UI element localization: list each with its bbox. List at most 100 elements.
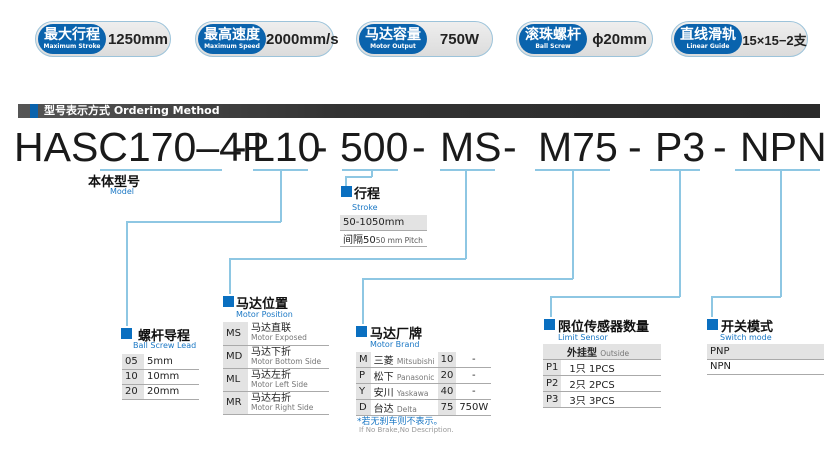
brand-cn: 安川 — [373, 388, 394, 399]
lead-value: 10mm — [144, 369, 199, 385]
brand-note: *若无刹车则不表示。 — [357, 417, 443, 427]
brand-note-en: If No Brake,No Description. — [359, 426, 454, 434]
lead-subtitle: Ball Screw Lead — [133, 341, 197, 350]
badge-value: 2000mm/s — [266, 30, 339, 48]
switch-option: PNP — [707, 344, 824, 360]
sensor-value: 1只 1PCS — [561, 359, 661, 376]
badge-label: 最大行程 — [44, 27, 100, 43]
position-code: MD — [223, 345, 248, 369]
brand-title: 马达厂牌 — [370, 327, 423, 342]
position-cn: 马达左折 — [251, 369, 291, 381]
brand-cn: 台达 — [373, 404, 394, 415]
sensor-value: 2只 2PCS — [561, 375, 661, 392]
brand-en: Panasonic — [396, 373, 435, 382]
badge-label: 马达容量 — [365, 27, 421, 43]
code-sep: - — [412, 124, 426, 170]
switch-table: PNP NPN — [707, 344, 824, 375]
lead-marker — [121, 328, 132, 339]
underline-stroke — [342, 169, 398, 171]
model-subtitle: Model — [110, 187, 135, 196]
position-code: ML — [223, 368, 248, 392]
lead-code: 20 — [122, 384, 144, 400]
position-en: Motor Bottom Side — [251, 356, 322, 366]
badge-sublabel: Ball Screw — [535, 43, 571, 50]
underline-model — [100, 169, 222, 171]
brand-power-code: 10 — [437, 352, 457, 368]
code-sep: - — [314, 124, 328, 170]
position-code: MS — [223, 322, 248, 346]
code-sep: - — [503, 124, 517, 170]
position-en: Motor Right Side — [251, 402, 314, 412]
stroke-pitch: 间隔5050 mm Pitch — [340, 230, 427, 247]
underline-position — [440, 169, 495, 171]
badge-sublabel: Linear Guide — [686, 43, 730, 50]
badge-value: 15×15−2支 — [742, 32, 807, 48]
sensor-header-en: Outside — [600, 349, 630, 358]
brand-code: P — [356, 367, 371, 384]
brand-marker — [356, 326, 367, 337]
stroke-subtitle: Stroke — [352, 203, 378, 212]
lead-code: 10 — [122, 369, 144, 385]
stroke-range: 50-1050mm — [340, 215, 427, 231]
code-sep: - — [628, 124, 642, 170]
brand-en: Mitsubishi — [396, 357, 435, 366]
sensor-title: 限位传感器数量 — [558, 320, 650, 335]
badge-label: 最高速度 — [204, 27, 260, 43]
lead-code: 05 — [122, 354, 144, 370]
badge-sublabel: Motor Output — [370, 43, 416, 50]
brand-power-code: 40 — [437, 383, 457, 400]
underline-sensor — [650, 169, 700, 171]
brand-subtitle: Motor Brand — [370, 340, 420, 349]
brand-code: M — [356, 352, 371, 368]
switch-subtitle: Switch mode — [720, 333, 772, 342]
brand-power-code: 75 — [437, 399, 457, 416]
brand-code: D — [356, 399, 371, 416]
code-switch: NPN — [740, 124, 827, 170]
badge-value: 1250mm — [107, 30, 169, 48]
stroke-table: 50-1050mm 间隔5050 mm Pitch — [340, 215, 427, 247]
brand-en: Yaskawa — [396, 389, 429, 398]
code-brand: M75 — [538, 124, 618, 170]
sensor-code: P3 — [543, 391, 562, 408]
code-sep: - — [713, 124, 727, 170]
brand-code: Y — [356, 383, 371, 400]
badge-sublabel: Maximum Stroke — [43, 43, 101, 50]
position-cn: 马达右折 — [251, 392, 291, 404]
switch-option: NPN — [707, 359, 824, 375]
brand-cn: 松下 — [373, 372, 394, 383]
badge-label: 滚珠螺杆 — [525, 27, 581, 43]
sensor-code: P2 — [543, 375, 562, 392]
position-title: 马达位置 — [236, 297, 289, 312]
lead-title: 螺杆导程 — [138, 329, 191, 344]
brand-power: - — [456, 383, 492, 400]
position-code: MR — [223, 391, 248, 415]
code-model: HASC170–4P — [14, 124, 270, 170]
section-header: 型号表示方式 Ordering Method — [18, 104, 820, 118]
stroke-title: 行程 — [354, 187, 381, 202]
lead-value: 20mm — [144, 384, 199, 400]
position-cn: 马达直联 — [251, 323, 291, 335]
underline-switch — [735, 169, 820, 171]
code-sep: - — [233, 124, 247, 170]
code-sensor: P3 — [655, 124, 706, 170]
position-marker — [223, 296, 234, 307]
switch-title: 开关模式 — [721, 320, 774, 335]
position-en: Motor Exposed — [251, 333, 307, 343]
code-position: MS — [440, 124, 502, 170]
stroke-pitch-en: 50 mm Pitch — [375, 235, 423, 245]
switch-marker — [707, 319, 718, 330]
badge-label: 直线滑轨 — [680, 27, 736, 43]
brand-power: - — [456, 352, 492, 368]
position-cn: 马达下折 — [251, 346, 291, 358]
sensor-code: P1 — [543, 359, 562, 376]
badge-value: ϕ20mm — [592, 30, 647, 48]
position-subtitle: Motor Position — [236, 310, 293, 319]
